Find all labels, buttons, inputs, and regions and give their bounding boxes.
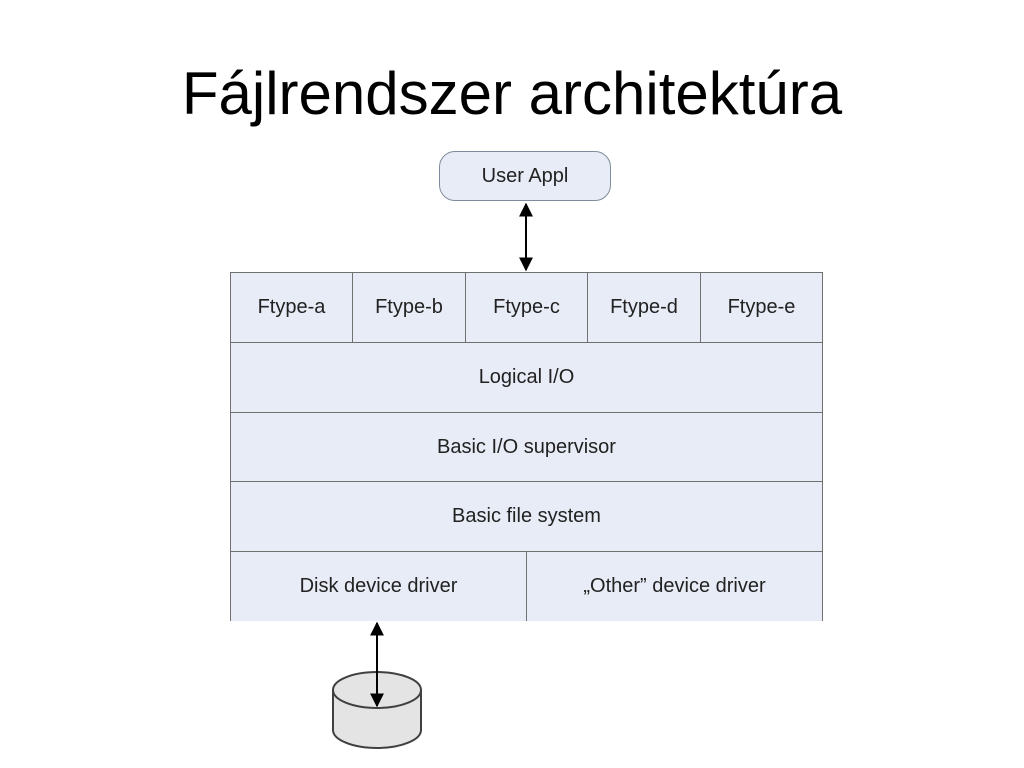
page-title: Fájlrendszer architektúra (181, 60, 843, 127)
ftype-d-cell: Ftype-d (588, 273, 701, 342)
basic-io-supervisor-layer: Basic I/O supervisor (231, 412, 822, 481)
basic-file-system-label: Basic file system (231, 482, 822, 550)
basic-io-supervisor-label: Basic I/O supervisor (231, 413, 822, 481)
user-appl-box: User Appl (439, 151, 611, 201)
other-device-driver-cell: „Other” device driver (527, 552, 822, 621)
ftype-row: Ftype-a Ftype-b Ftype-c Ftype-d Ftype-e (231, 273, 822, 342)
logical-io-layer: Logical I/O (231, 342, 822, 411)
basic-file-system-layer: Basic file system (231, 481, 822, 550)
device-driver-row: Disk device driver „Other” device driver (231, 551, 822, 621)
filesystem-layer-stack: Ftype-a Ftype-b Ftype-c Ftype-d Ftype-e … (230, 272, 823, 621)
ftype-c-cell: Ftype-c (466, 273, 588, 342)
logical-io-label: Logical I/O (231, 343, 822, 411)
disk-device-driver-cell: Disk device driver (231, 552, 527, 621)
ftype-e-cell: Ftype-e (701, 273, 822, 342)
ftype-a-cell: Ftype-a (231, 273, 353, 342)
disk-cylinder-icon (332, 671, 422, 749)
ftype-b-cell: Ftype-b (353, 273, 466, 342)
